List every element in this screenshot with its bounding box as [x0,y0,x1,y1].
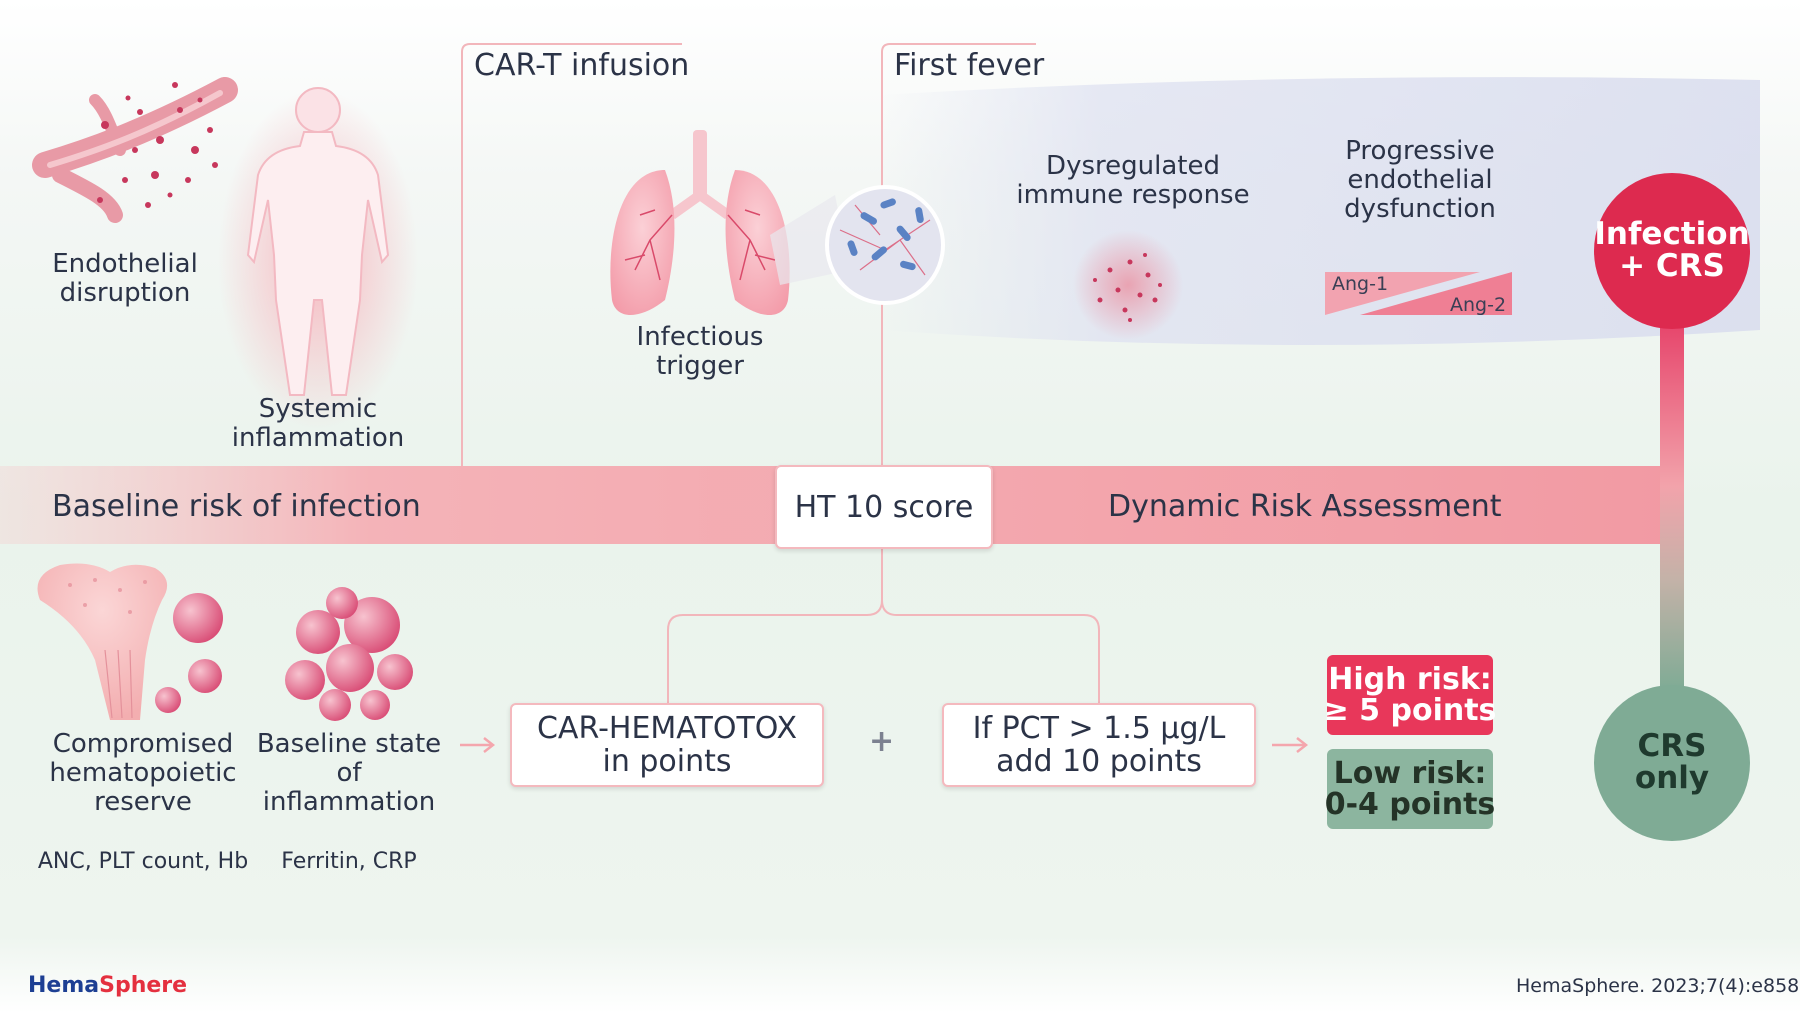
brand-part2: Sphere [99,973,188,998]
systemic-inflammation-label: Systemic inflammation [231,394,405,454]
crs-only-circle: CRS only [1594,685,1750,841]
progressive-endothelial-label: Progressive endothelial dysfunction [1344,136,1496,225]
vessel-illustration [32,77,238,223]
brand-part1: Hema [28,973,100,998]
hemasphere-logo: HemaSphere [28,973,187,998]
high-risk-badge: High risk: ≥ 5 points [1324,655,1496,735]
endothelial-disruption-label: Endothelial disruption [52,249,198,309]
ht10-score-label: HT 10 score [794,489,974,525]
first-fever-label: First fever [894,48,1045,83]
inflammation-cluster-illustration [285,587,413,721]
baseline-risk-label: Baseline risk of infection [52,489,421,524]
high-risk-label: High risk: ≥ 5 points [1323,661,1497,728]
dynamic-risk-label: Dynamic Risk Assessment [1108,489,1502,524]
inflammation-markers-label: Ferritin, CRP [281,849,417,874]
ht10-score-box: HT 10 score [775,465,993,549]
lungs-illustration [610,130,945,315]
plus-sign: + [869,724,895,759]
crs-only-label: CRS only [1634,728,1710,796]
pct-box: If PCT > 1.5 µg/L add 10 points [942,703,1256,787]
infection-crs-circle: Infection + CRS [1594,173,1750,329]
car-hematotox-box: CAR-HEMATOTOX in points [510,703,824,787]
low-risk-label: Low risk: 0-4 points [1324,755,1496,822]
ang1-label: Ang-1 [1332,273,1389,295]
car-t-infusion-label: CAR-T infusion [474,48,690,83]
hematopoietic-markers-label: ANC, PLT count, Hb [37,849,249,874]
human-body-illustration [218,87,418,430]
citation: HemaSphere. 2023;7(4):e858. [1516,975,1800,997]
bone-marrow-illustration [37,563,223,720]
infectious-trigger-label: Infectious trigger [636,322,764,382]
immune-response-illustration [1073,230,1183,340]
pct-label: If PCT > 1.5 µg/L add 10 points [972,711,1226,779]
car-hematotox-label: CAR-HEMATOTOX in points [536,711,798,779]
baseline-inflammation-label: Baseline state of inflammation [256,729,442,818]
ang2-label: Ang-2 [1450,294,1507,316]
dysregulated-immune-label: Dysregulated immune response [1016,151,1250,211]
hematopoietic-reserve-label: Compromised hematopoietic reserve [49,729,237,818]
low-risk-badge: Low risk: 0-4 points [1324,749,1496,829]
infection-crs-label: Infection + CRS [1594,216,1750,284]
